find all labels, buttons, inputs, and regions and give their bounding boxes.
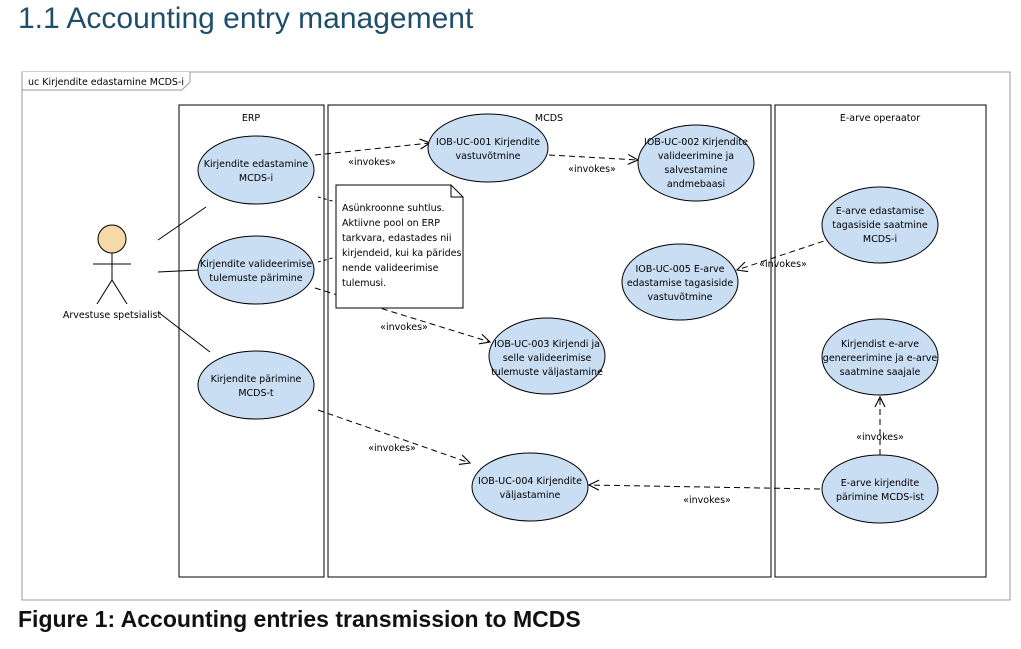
use-case-erp-query-entries: Kirjendite pärimine MCDS-t bbox=[197, 350, 315, 420]
use-case-label: IOB-UC-004 Kirjendite bbox=[478, 476, 582, 487]
use-case-label: saatmine saajale bbox=[840, 367, 921, 378]
invokes-arrow bbox=[317, 409, 470, 463]
figure-caption: Figure 1: Accounting entries transmissio… bbox=[18, 606, 581, 632]
use-case-iob-uc-005: IOB-UC-005 E-arve edastamise tagasiside … bbox=[621, 243, 739, 321]
use-case-label: tulemuste pärimine bbox=[209, 273, 302, 284]
use-case-label: edastamise tagasiside bbox=[627, 278, 734, 289]
use-case-label: andmebaasi bbox=[667, 179, 725, 190]
boundary-mcds-label: MCDS bbox=[535, 113, 563, 124]
use-case-label: MCDS-i bbox=[863, 234, 897, 245]
use-case-label: tagasiside saatmine bbox=[832, 220, 928, 231]
invokes-label: «invokes» bbox=[368, 443, 416, 454]
invokes-label: «invokes» bbox=[683, 495, 731, 506]
use-case-label: selle valideerimise bbox=[503, 353, 592, 364]
use-case-iob-uc-004: IOB-UC-004 Kirjendite väljastamine bbox=[471, 452, 589, 522]
use-case-label: IOB-UC-003 Kirjendi ja bbox=[494, 339, 600, 350]
note-box: Asünkroonne suhtlus. Aktiivne pool on ER… bbox=[335, 184, 464, 309]
boundary-erp-label: ERP bbox=[242, 113, 261, 124]
use-case-label: tulemuste väljastamine bbox=[491, 367, 603, 378]
boundary-earve-label: E-arve operaator bbox=[840, 113, 920, 124]
use-case-label: genereerimine ja e-arve bbox=[823, 353, 938, 364]
use-case-erp-send: Kirjendite edastamine MCDS-i bbox=[197, 135, 315, 205]
note-line: nende valideerimise bbox=[342, 263, 439, 274]
note-line: kirjendeid, kui ka pärides bbox=[342, 248, 461, 259]
use-case-label: salvestamine bbox=[664, 165, 727, 176]
use-case-erp-query-results: Kirjendite valideerimise tulemuste pärim… bbox=[197, 235, 315, 305]
section-heading: 1.1 Accounting entry management bbox=[18, 2, 474, 35]
use-case-earve-feedback: E-arve edastamise tagasiside saatmine MC… bbox=[821, 186, 939, 264]
invokes-label: «invokes» bbox=[759, 259, 807, 270]
invokes-label: «invokes» bbox=[568, 164, 616, 175]
note-line: tulemusi. bbox=[342, 278, 386, 289]
note-line: Aktiivne pool on ERP bbox=[342, 218, 440, 229]
note-line: Asünkroonne suhtlus. bbox=[342, 203, 445, 214]
use-case-label: pärimine MCDS-ist bbox=[836, 492, 924, 503]
use-case-earve-query: E-arve kirjendite pärimine MCDS-ist bbox=[821, 454, 939, 524]
use-case-iob-uc-002: IOB-UC-002 Kirjendite valideerimine ja s… bbox=[637, 124, 755, 202]
frame-title-tab bbox=[21, 72, 191, 91]
use-case-label: vastuvõtmine bbox=[455, 151, 520, 162]
frame-title: uc Kirjendite edastamine MCDS-i bbox=[28, 77, 184, 88]
actor-stick-figure bbox=[93, 224, 131, 305]
use-case-iob-uc-001: IOB-UC-001 Kirjendite vastuvõtmine bbox=[427, 113, 549, 183]
use-case-label: E-arve kirjendite bbox=[841, 478, 920, 489]
invokes-arrow bbox=[589, 485, 821, 489]
invokes-arrow bbox=[737, 237, 834, 270]
use-case-label: MCDS-t bbox=[238, 388, 274, 399]
use-case-label: IOB-UC-005 E-arve bbox=[635, 264, 724, 275]
invokes-arrow bbox=[548, 155, 638, 160]
use-case-label: IOB-UC-001 Kirjendite bbox=[436, 137, 540, 148]
use-case-label: vastuvõtmine bbox=[647, 292, 712, 303]
actor-name: Arvestuse spetsialist bbox=[63, 310, 162, 321]
association-line bbox=[157, 311, 211, 353]
invokes-label: «invokes» bbox=[856, 432, 904, 443]
use-case-label: väljastamine bbox=[500, 490, 561, 501]
use-case-label: IOB-UC-002 Kirjendite bbox=[644, 137, 748, 148]
use-case-label: Kirjendite edastamine bbox=[204, 159, 309, 170]
use-case-label: MCDS-i bbox=[239, 173, 273, 184]
use-case-label: Kirjendite valideerimise bbox=[200, 259, 312, 270]
use-case-label: valideerimine ja bbox=[658, 151, 734, 162]
association-line bbox=[157, 206, 207, 241]
use-case-label: E-arve edastamise bbox=[836, 206, 925, 217]
use-case-label: Kirjendist e-arve bbox=[841, 339, 919, 350]
note-line: tarkvara, edastades nii bbox=[342, 233, 452, 244]
invokes-label: «invokes» bbox=[380, 322, 428, 333]
use-case-earve-generate: Kirjendist e-arve genereerimine ja e-arv… bbox=[821, 318, 939, 396]
use-case-iob-uc-003: IOB-UC-003 Kirjendi ja selle valideerimi… bbox=[488, 317, 606, 395]
association-line bbox=[157, 269, 200, 273]
invokes-label: «invokes» bbox=[348, 157, 396, 168]
use-case-label: Kirjendite pärimine bbox=[211, 374, 302, 385]
